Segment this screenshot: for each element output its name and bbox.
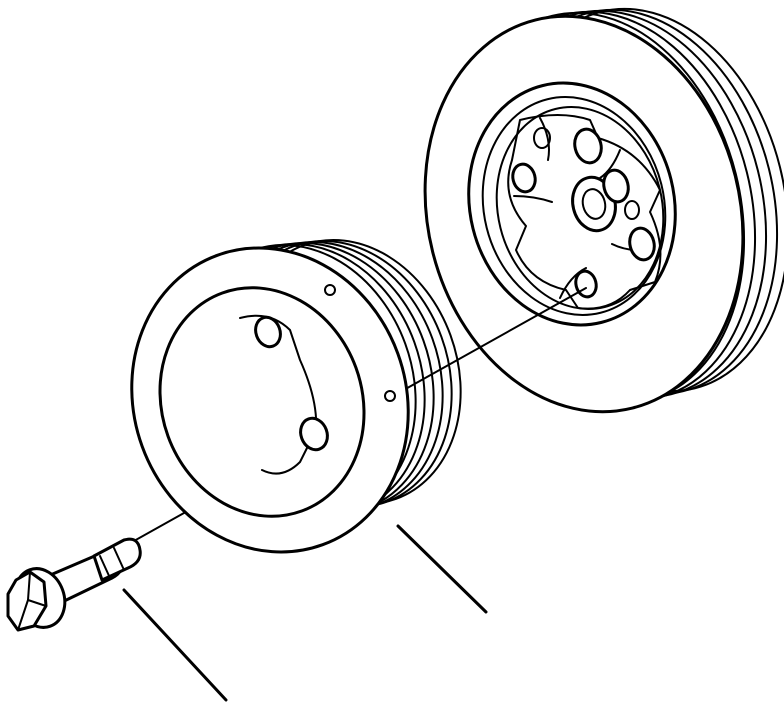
damper-pulley-bolt-hole	[628, 226, 656, 262]
callout-leader-pulley	[396, 524, 488, 614]
crank-pulley-inner-bore	[158, 286, 366, 518]
callout-leader-bolt	[122, 588, 228, 702]
crank-pulley-rim-dot	[384, 390, 396, 402]
crank-pulley	[130, 238, 462, 554]
damper-pulley-bolt-hole	[602, 168, 630, 204]
crank-pulley-center-bore	[299, 416, 329, 452]
crank-pulley-rim-dot	[324, 284, 336, 296]
damper-pulley-bolt-hole	[573, 127, 603, 165]
crank-pulley-bolt-hole	[254, 315, 282, 349]
damper-pulley	[423, 7, 784, 414]
bolt	[6, 537, 142, 632]
damper-pulley-hub-ring	[467, 81, 677, 327]
damper-pulley-bolt-hole	[511, 162, 537, 194]
